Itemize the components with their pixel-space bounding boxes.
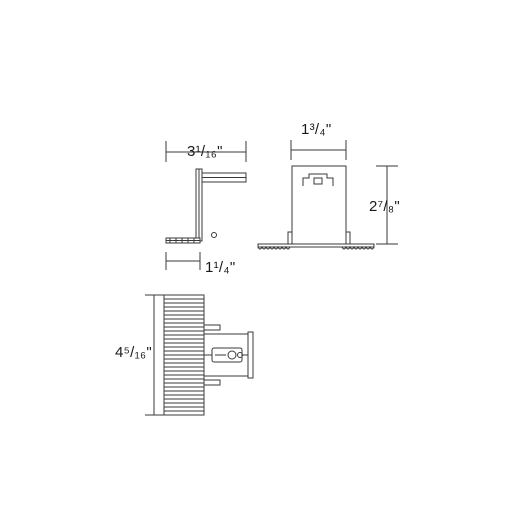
dim-label-side-width: 3¹/₁₆" [187, 143, 223, 160]
dim-line-front-height [376, 165, 398, 245]
dim-label-side-depth: 1¹/₄" [205, 259, 236, 276]
dim-line-side-depth [165, 252, 201, 270]
dim-label-bottom-height: 4⁵/₁₆" [115, 344, 152, 361]
dim-label-front-width: 1³/₄" [301, 121, 332, 138]
dim-label-front-height: 2⁷/₈" [369, 198, 400, 215]
bottom-view-fixture [163, 294, 254, 416]
front-view-fixture [257, 165, 375, 250]
dim-line-bottom-height [145, 294, 164, 416]
dim-line-front-width [290, 140, 347, 160]
side-view-fixture [165, 168, 247, 244]
dim-line-side-width [165, 141, 247, 162]
